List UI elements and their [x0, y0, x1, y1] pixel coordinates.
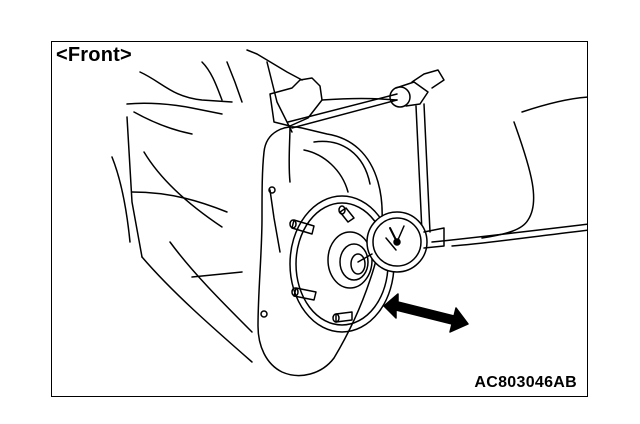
- fender-outline: [431, 96, 587, 247]
- steering-knuckle: [257, 126, 383, 377]
- figure-code: AC803046AB: [474, 374, 577, 391]
- dial-gauge-icon: [287, 69, 445, 273]
- body-outline: [111, 49, 303, 363]
- wheel-studs: [289, 205, 355, 323]
- wheel-hub-runout-illustration: [111, 49, 587, 377]
- view-label: <Front>: [56, 44, 132, 66]
- double-arrow-icon: [383, 293, 469, 333]
- illustration-frame: <Front> AC803046AB: [51, 41, 588, 397]
